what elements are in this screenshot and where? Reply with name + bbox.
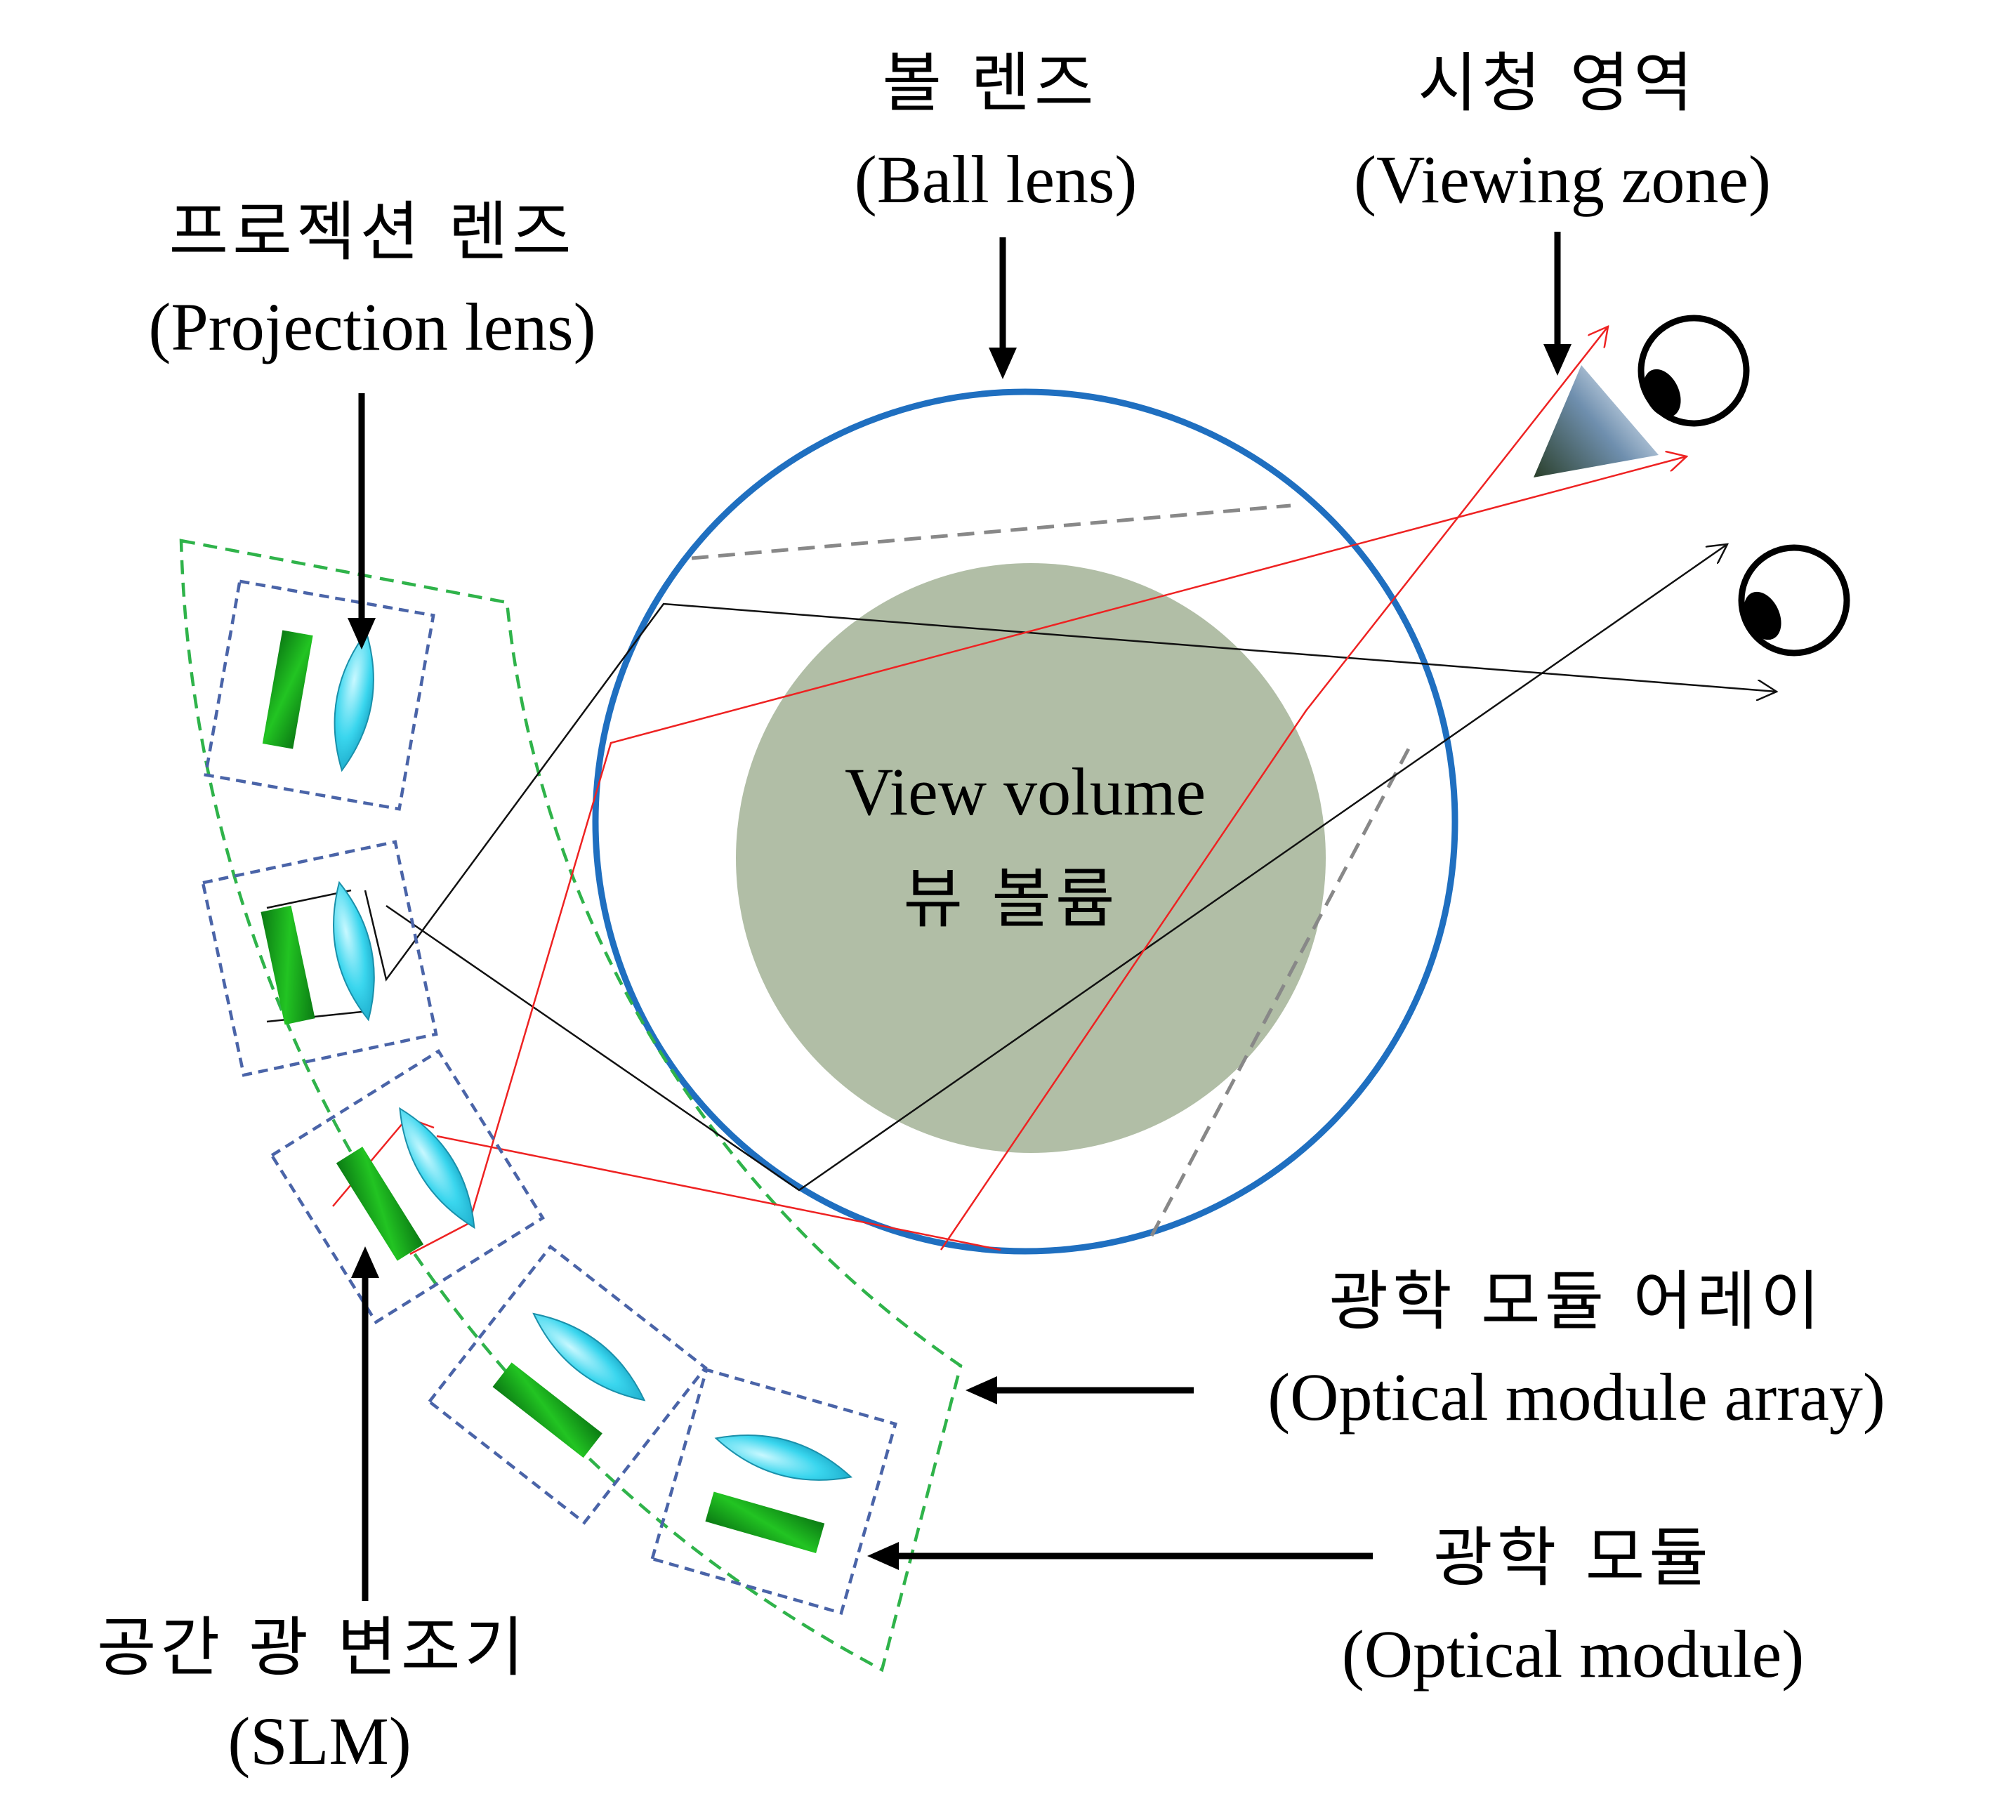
ball-lens-label-kr: 볼 렌즈 [882, 46, 1098, 121]
slm-element [705, 1491, 825, 1553]
module-array-label-kr: 광학 모듈 어레이 [1329, 1264, 1824, 1339]
ball-lens-label-en: (Ball lens) [855, 142, 1138, 217]
slm-label-kr: 공간 광 변조기 [97, 1610, 528, 1685]
projection-lens-element [399, 1107, 475, 1229]
eye-icon [1638, 315, 1750, 427]
view-volume [736, 563, 1326, 1153]
arrow-icon [989, 237, 1017, 379]
arrow-icon [348, 393, 376, 649]
module-label-kr: 광학 모듈 [1433, 1520, 1713, 1595]
slm-element [336, 1147, 424, 1261]
viewing-zone [1534, 365, 1659, 477]
view-boundary-lines [691, 503, 1415, 1237]
viewing-zone-label-kr: 시청 영역 [1418, 46, 1697, 121]
arrow-icon [966, 1376, 1194, 1404]
viewing-zone-label-en: (Viewing zone) [1354, 142, 1771, 217]
module-label-en: (Optical module) [1342, 1616, 1804, 1692]
slm-element [262, 630, 313, 749]
projection-lens-element [532, 1312, 646, 1402]
projection-lens-element [714, 1435, 853, 1481]
optical-module-5 [650, 1368, 897, 1615]
arrow-icon [867, 1542, 1373, 1570]
arrow-icon [1543, 232, 1572, 376]
slm-label-en: (SLM) [228, 1703, 411, 1779]
projection-lens-label-en: (Projection lens) [148, 289, 595, 364]
projection-lens-element [333, 881, 375, 1022]
optical-module-3 [269, 1048, 546, 1325]
slm-element [492, 1362, 602, 1458]
black-rays [266, 544, 1777, 1192]
view-volume-label-kr: 뷰 볼륨 [903, 862, 1119, 937]
slm-element [261, 905, 315, 1025]
optical-module-1 [204, 579, 435, 811]
optical-module-4 [427, 1244, 708, 1525]
projection-lens-element [334, 630, 374, 772]
pointer-arrows [348, 232, 1572, 1601]
optical-module-array [179, 539, 963, 1673]
optical-module-2 [201, 840, 438, 1077]
view-volume-label-en: View volume [845, 754, 1206, 829]
module-array-label-en: (Optical module array) [1267, 1359, 1885, 1435]
eye-icon [1738, 544, 1850, 657]
ball-lens [592, 388, 1458, 1255]
projection-lens-label-kr: 프로젝션 렌즈 [169, 194, 575, 270]
arrow-icon [351, 1246, 379, 1601]
